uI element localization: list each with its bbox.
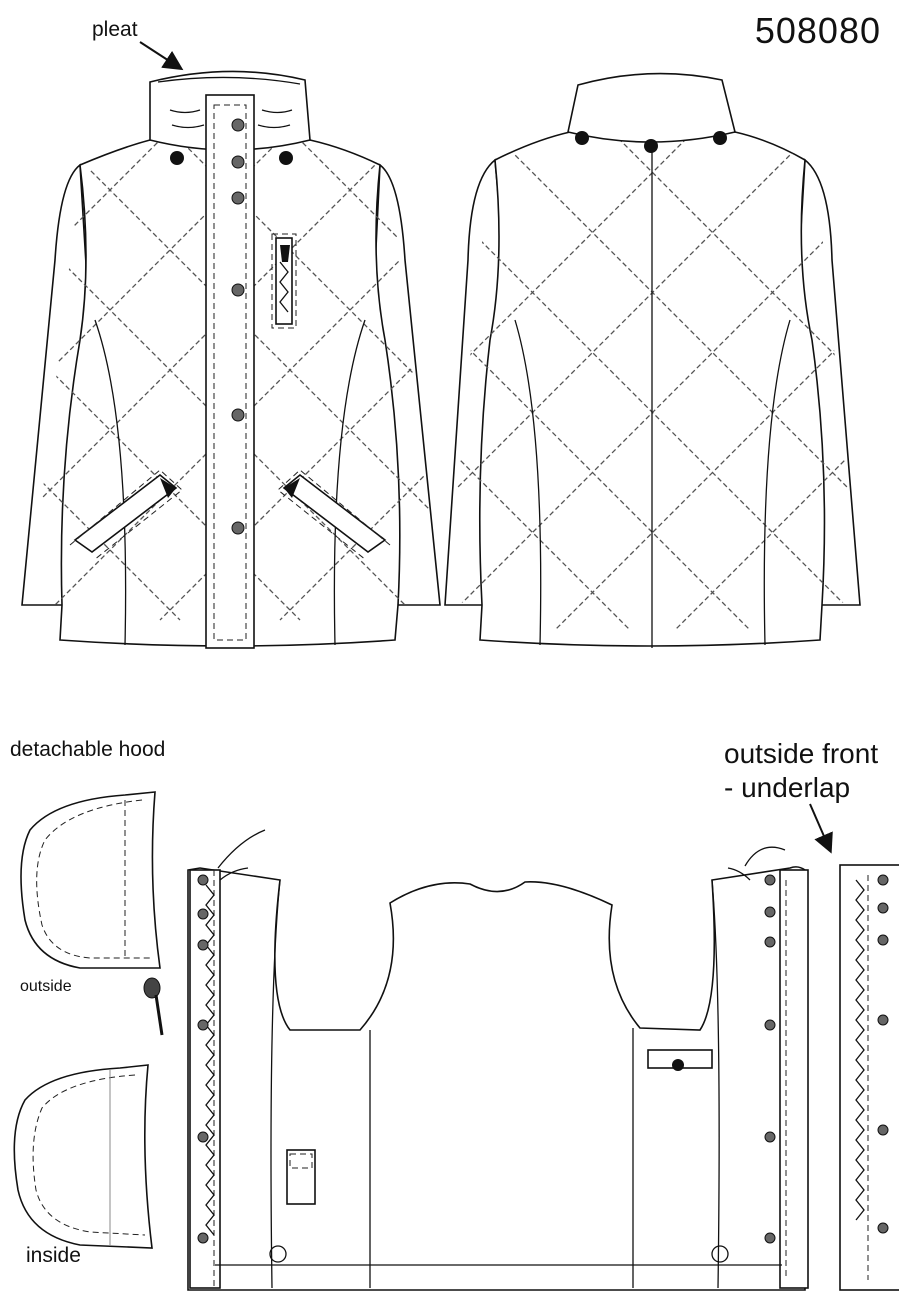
left-cord-stopper [269, 1245, 287, 1263]
inside-left-facing [189, 869, 221, 1289]
back-collar [567, 72, 736, 143]
jacket-inside-view [187, 829, 809, 1291]
front-right-seam [333, 319, 366, 646]
back-snap-center [644, 139, 658, 153]
right-cord-stopper [711, 1245, 729, 1263]
hood-outside [20, 791, 164, 1036]
back-quilting [445, 130, 860, 631]
back-snap-right [713, 131, 727, 145]
outside-front-underlap [839, 864, 899, 1291]
pleat-arrow [139, 41, 184, 71]
hood-inside [13, 1064, 153, 1249]
style-number: 508080 [754, 10, 881, 51]
front-left-seam [94, 319, 127, 646]
inside-pocket-button-icon [672, 1059, 684, 1071]
underlap-label-line1: outside front [724, 738, 879, 769]
outside-front-underlap-label: outside front - underlap [724, 737, 878, 805]
pleat-label: pleat [92, 18, 138, 41]
collar-snap-left [170, 151, 184, 165]
toggle-icon [143, 977, 161, 999]
inside-phone-pocket [286, 1149, 316, 1205]
hood-outside-label: outside [20, 978, 72, 995]
collar-pleats [169, 109, 293, 129]
jacket-front-view [21, 70, 441, 649]
front-buttons [231, 118, 245, 535]
front-placket [205, 94, 255, 649]
back-snap-left [575, 131, 589, 145]
underlap-label-line2: - underlap [724, 772, 851, 803]
collar-snap-right [279, 151, 293, 165]
hood-inside-label: inside [26, 1244, 81, 1267]
underlap-arrow [809, 803, 833, 854]
inside-right-facing [779, 869, 809, 1289]
jacket-back-view [444, 72, 861, 648]
back-right-seam [763, 319, 791, 646]
back-left-seam [514, 319, 542, 646]
detachable-hood-label: detachable hood [10, 738, 166, 761]
